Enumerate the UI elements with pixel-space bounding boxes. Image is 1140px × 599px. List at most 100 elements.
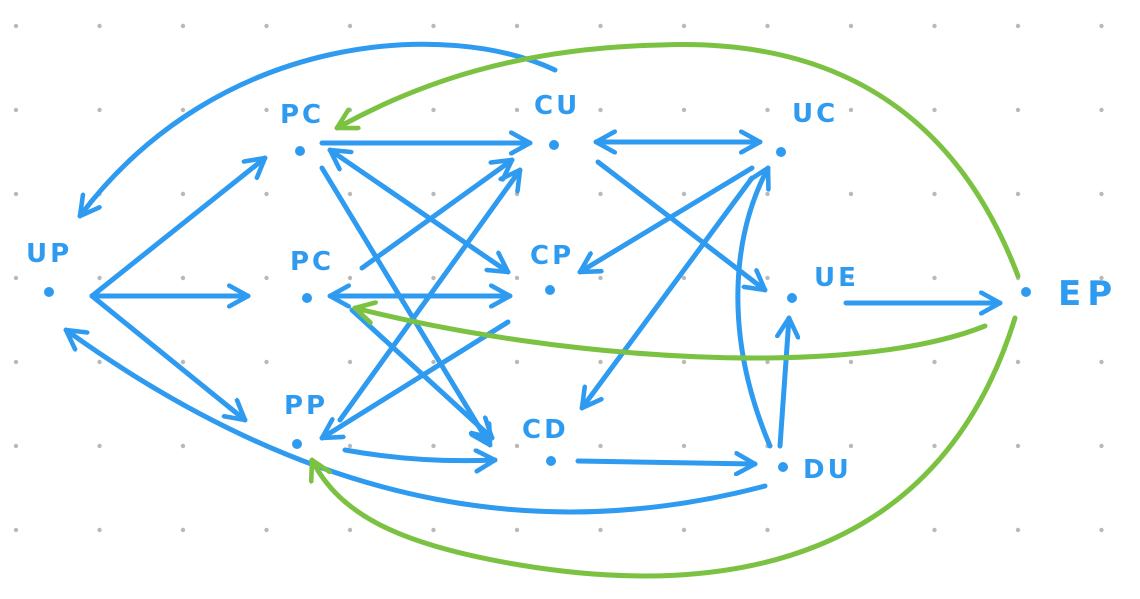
grid-dot bbox=[264, 23, 269, 29]
node-pp-dot bbox=[292, 439, 302, 449]
node-du[interactable]: DU bbox=[778, 455, 852, 485]
grid-dot bbox=[1015, 359, 1021, 365]
node-pc-top-dot bbox=[295, 146, 305, 156]
node-cp[interactable]: CP bbox=[530, 241, 574, 295]
grid-dot bbox=[13, 359, 19, 365]
node-cp-dot bbox=[545, 285, 555, 295]
grid-dot bbox=[97, 359, 102, 365]
node-pc-mid-dot bbox=[302, 293, 312, 303]
edge-pc1-cp bbox=[327, 147, 511, 275]
node-cu-dot bbox=[549, 140, 559, 150]
grid-dot bbox=[681, 527, 687, 533]
grid-dot bbox=[13, 23, 19, 29]
grid-dot bbox=[848, 275, 854, 281]
grid-dot bbox=[932, 443, 937, 449]
grid-dot bbox=[765, 107, 770, 113]
grid-dot bbox=[180, 527, 186, 533]
grid-dot bbox=[431, 527, 436, 533]
node-pc-top[interactable]: PC bbox=[280, 100, 324, 156]
grid-dot bbox=[932, 107, 937, 113]
grid-dot bbox=[180, 359, 186, 365]
grid-dot bbox=[1015, 191, 1021, 197]
grid-dot bbox=[13, 275, 19, 281]
grid-dot bbox=[1099, 443, 1104, 449]
edge-pp-cu bbox=[337, 167, 523, 423]
grid-dot bbox=[97, 107, 102, 113]
grid-dot bbox=[347, 23, 353, 29]
grid-dot bbox=[598, 275, 603, 281]
edge-ep-pp bbox=[312, 315, 1018, 579]
edge-du-uc bbox=[735, 165, 773, 449]
grid-dot bbox=[514, 23, 520, 29]
node-pp[interactable]: PP bbox=[284, 391, 328, 449]
node-cu[interactable]: CU bbox=[534, 91, 580, 150]
grid-dot bbox=[97, 527, 102, 533]
grid-dot bbox=[1015, 107, 1021, 113]
grid-dot bbox=[514, 191, 520, 197]
node-ue[interactable]: UE bbox=[787, 263, 859, 303]
grid-dot bbox=[598, 107, 603, 113]
grid-dot bbox=[848, 443, 854, 449]
grid-dot bbox=[681, 275, 687, 281]
edge-du-up bbox=[63, 327, 768, 515]
node-ue-dot bbox=[787, 293, 797, 303]
node-up[interactable]: UP bbox=[26, 239, 72, 297]
grid-dot bbox=[765, 275, 770, 281]
node-uc[interactable]: UC bbox=[776, 99, 838, 157]
node-du-dot bbox=[778, 462, 788, 472]
grid-dot bbox=[180, 107, 186, 113]
grid-dot bbox=[598, 191, 603, 197]
grid-dot bbox=[1099, 275, 1104, 281]
grid-dot bbox=[1099, 107, 1104, 113]
node-ep-dot bbox=[1021, 287, 1031, 297]
grid-dot bbox=[848, 359, 854, 365]
grid-dot bbox=[431, 359, 436, 365]
node-pc-mid[interactable]: PC bbox=[290, 247, 334, 303]
node-ep[interactable]: EP bbox=[1021, 274, 1118, 314]
grid-dot bbox=[1015, 443, 1021, 449]
grid-dot bbox=[13, 443, 19, 449]
blue-edges bbox=[63, 41, 1003, 515]
grid-dot bbox=[681, 191, 687, 197]
grid-dot bbox=[932, 23, 937, 29]
grid-dot bbox=[932, 359, 937, 365]
grid-dot bbox=[431, 443, 436, 449]
node-cd[interactable]: CD bbox=[522, 415, 569, 466]
edge-pp-cp bbox=[319, 319, 511, 441]
grid-dot bbox=[347, 191, 353, 197]
node-cu-label: CU bbox=[534, 91, 580, 121]
edge-ep-pc1 bbox=[334, 42, 1021, 279]
grid-dot bbox=[431, 23, 436, 29]
grid-dot bbox=[13, 527, 19, 533]
node-cd-dot bbox=[546, 456, 556, 466]
grid-dot bbox=[598, 443, 603, 449]
grid-dot bbox=[514, 275, 520, 281]
edge-pc1-cd bbox=[319, 165, 493, 448]
grid-dot bbox=[681, 23, 687, 29]
grid-dot bbox=[598, 527, 603, 533]
grid-dot bbox=[681, 107, 687, 113]
grid-dot bbox=[97, 23, 102, 29]
edge-pp-cd bbox=[342, 447, 498, 461]
node-du-label: DU bbox=[803, 455, 852, 485]
edge-up-pp bbox=[89, 293, 248, 423]
grid-dot bbox=[765, 359, 770, 365]
grid-dot bbox=[1015, 23, 1021, 29]
grid-dot bbox=[13, 191, 19, 197]
grid-dot bbox=[431, 107, 436, 113]
grid-dot bbox=[97, 275, 102, 281]
node-uc-dot bbox=[776, 147, 786, 157]
grid-dot bbox=[1099, 191, 1104, 197]
grid-dot bbox=[264, 275, 269, 281]
grid-dot bbox=[347, 443, 353, 449]
grid-dot bbox=[264, 107, 269, 113]
grid-dot bbox=[514, 107, 520, 113]
grid-dot bbox=[765, 23, 770, 29]
grid-dot bbox=[848, 191, 854, 197]
grid-dot bbox=[765, 527, 770, 533]
edge-ep-pc2 bbox=[352, 308, 988, 361]
grid-dot bbox=[848, 107, 854, 113]
grid-dot bbox=[347, 275, 353, 281]
edge-du-ue bbox=[780, 315, 789, 449]
node-pp-label: PP bbox=[284, 391, 328, 421]
